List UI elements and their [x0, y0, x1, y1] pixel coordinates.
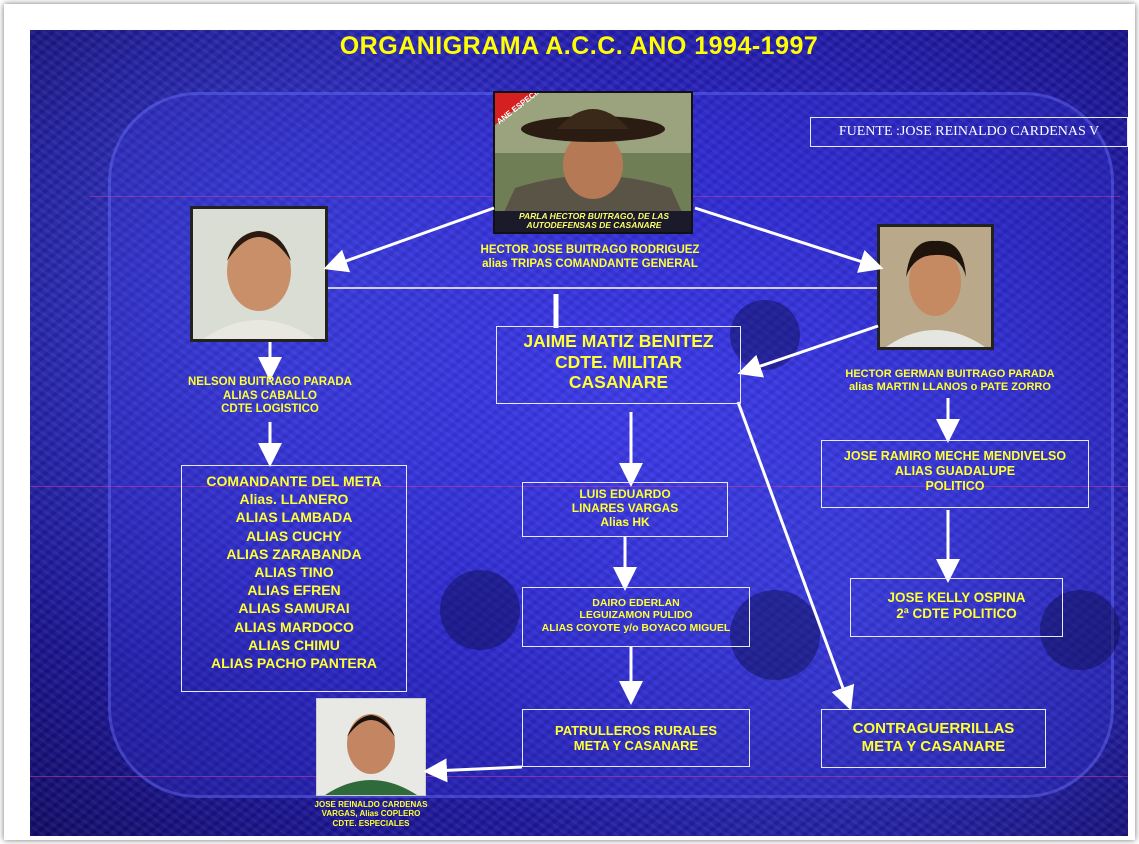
meta-alias: ALIAS CHIMU: [248, 636, 340, 653]
nelson-photo: [190, 206, 328, 342]
connector-lines: [258, 206, 960, 783]
reinaldo-photo: [316, 698, 426, 796]
arrow-to-reinaldo: [423, 758, 523, 783]
military-name: JAIME MATIZ BENITEZ: [523, 331, 714, 351]
reinaldo-role: CDTE. ESPECIALES: [332, 818, 410, 828]
linares-name: LUIS EDUARDO: [579, 487, 671, 501]
contra-region: META Y CASANARE: [861, 737, 1006, 755]
meta-alias: ALIAS PACHO PANTERA: [211, 654, 377, 671]
commander-alias: alias TRIPAS COMANDANTE GENERAL: [482, 257, 698, 270]
reinaldo-name: JOSE REINALDO CARDENAS: [314, 800, 428, 809]
ramiro-name: JOSE RAMIRO MECHE MENDIVELSO: [843, 449, 1067, 463]
german-alias: alias MARTIN LLANOS o PATE ZORRO: [849, 380, 1051, 393]
reinaldo-alias: VARGAS, Alias COPLERO: [321, 809, 421, 819]
kelly-box: JOSE KELLY OSPINA 2ª CDTE POLITICO: [850, 578, 1063, 637]
slide: ORGANIGRAMA A.C.C. ANO 1994-1997 FUENTE …: [30, 30, 1128, 836]
military-box: JAIME MATIZ BENITEZ CDTE. MILITAR CASANA…: [496, 326, 741, 404]
arrow-commander-to-nelson: [323, 206, 495, 273]
german-photo: [877, 224, 994, 350]
meta-alias: ALIAS TINO: [254, 563, 334, 580]
arrow-commander-to-german: [694, 206, 884, 273]
military-role: CDTE. MILITAR: [554, 351, 683, 372]
meta-alias: Alias. LLANERO: [239, 491, 349, 508]
decorative-line: [30, 486, 1128, 487]
decorative-blob: [440, 570, 520, 650]
military-region: CASANARE: [568, 372, 669, 393]
meta-alias: ALIAS EFREN: [247, 582, 341, 599]
patrulleros-box: PATRULLEROS RURALES META Y CASANARE: [522, 709, 750, 767]
patrulleros-region: META Y CASANARE: [573, 738, 699, 754]
meta-alias: ALIAS MARDOCO: [234, 618, 354, 635]
linares-alias: Alias HK: [600, 515, 650, 530]
decorative-blob: [1040, 590, 1120, 670]
page-title: ORGANIGRAMA A.C.C. ANO 1994-1997: [339, 32, 819, 60]
linares-surname: LINARES VARGAS: [571, 501, 679, 516]
german-label: HECTOR GERMAN BUITRAGO PARADA alias MART…: [800, 368, 1100, 394]
kelly-name: JOSE KELLY OSPINA: [887, 590, 1026, 605]
ramiro-box: JOSE RAMIRO MECHE MENDIVELSO ALIAS GUADA…: [821, 440, 1089, 508]
arrow-german-to-military: [737, 324, 879, 378]
meta-alias: ALIAS LAMBADA: [235, 509, 353, 526]
dairo-box: DAIRO EDERLAN LEGUIZAMON PULIDO ALIAS CO…: [522, 587, 750, 647]
slide-frame: ORGANIGRAMA A.C.C. ANO 1994-1997 FUENTE …: [4, 4, 1135, 840]
german-name: HECTOR GERMAN BUITRAGO PARADA: [845, 368, 1055, 380]
source-label: FUENTE :JOSE REINALDO CARDENAS V: [810, 117, 1128, 147]
ramiro-role: POLITICO: [925, 478, 985, 493]
patrulleros-title: PATRULLEROS RURALES: [554, 723, 718, 738]
kelly-role: 2ª CDTE POLITICO: [896, 605, 1017, 621]
commander-name: HECTOR JOSE BUITRAGO RODRIGUEZ: [480, 244, 700, 256]
arrow-to-contra: [736, 401, 855, 711]
reinaldo-label: JOSE REINALDO CARDENAS VARGAS, Alias COP…: [296, 800, 446, 828]
nelson-role: CDTE LOGISTICO: [221, 403, 319, 416]
dairo-surname: LEGUIZAMON PULIDO: [579, 609, 693, 622]
contra-box: CONTRAGUERRILLAS META Y CASANARE: [821, 709, 1046, 768]
contra-title: CONTRAGUERRILLAS: [852, 720, 1015, 737]
nelson-name: NELSON BUITRAGO PARADA: [188, 376, 352, 388]
photo-caption: PARLA HECTOR BUITRAGO, DE LAS AUTODEFENS…: [518, 211, 669, 231]
linares-box: LUIS EDUARDO LINARES VARGAS Alias HK: [522, 482, 728, 537]
decorative-line: [30, 776, 1128, 777]
nelson-label: NELSON BUITRAGO PARADA ALIAS CABALLO CDT…: [150, 376, 390, 417]
decorative-blob: [730, 590, 820, 680]
ramiro-alias: ALIAS GUADALUPE: [894, 463, 1016, 478]
meta-box: COMANDANTE DEL META Alias. LLANERO ALIAS…: [181, 465, 407, 692]
commander-photo: ANE ESPECIAL PARLA HECTOR BUITRAGO, DE L…: [493, 91, 693, 234]
commander-label: HECTOR JOSE BUITRAGO RODRIGUEZ alias TRI…: [420, 244, 760, 271]
nelson-alias: ALIAS CABALLO: [223, 389, 317, 402]
meta-alias: ALIAS ZARABANDA: [226, 545, 362, 562]
dairo-alias: ALIAS COYOTE y/o BOYACO MIGUEL: [541, 621, 731, 634]
meta-alias: ALIAS SAMURAI: [238, 600, 350, 617]
meta-alias: ALIAS CUCHY: [246, 527, 342, 544]
dairo-name: DAIRO EDERLAN: [592, 597, 680, 609]
meta-title: COMANDANTE DEL META: [206, 473, 382, 489]
